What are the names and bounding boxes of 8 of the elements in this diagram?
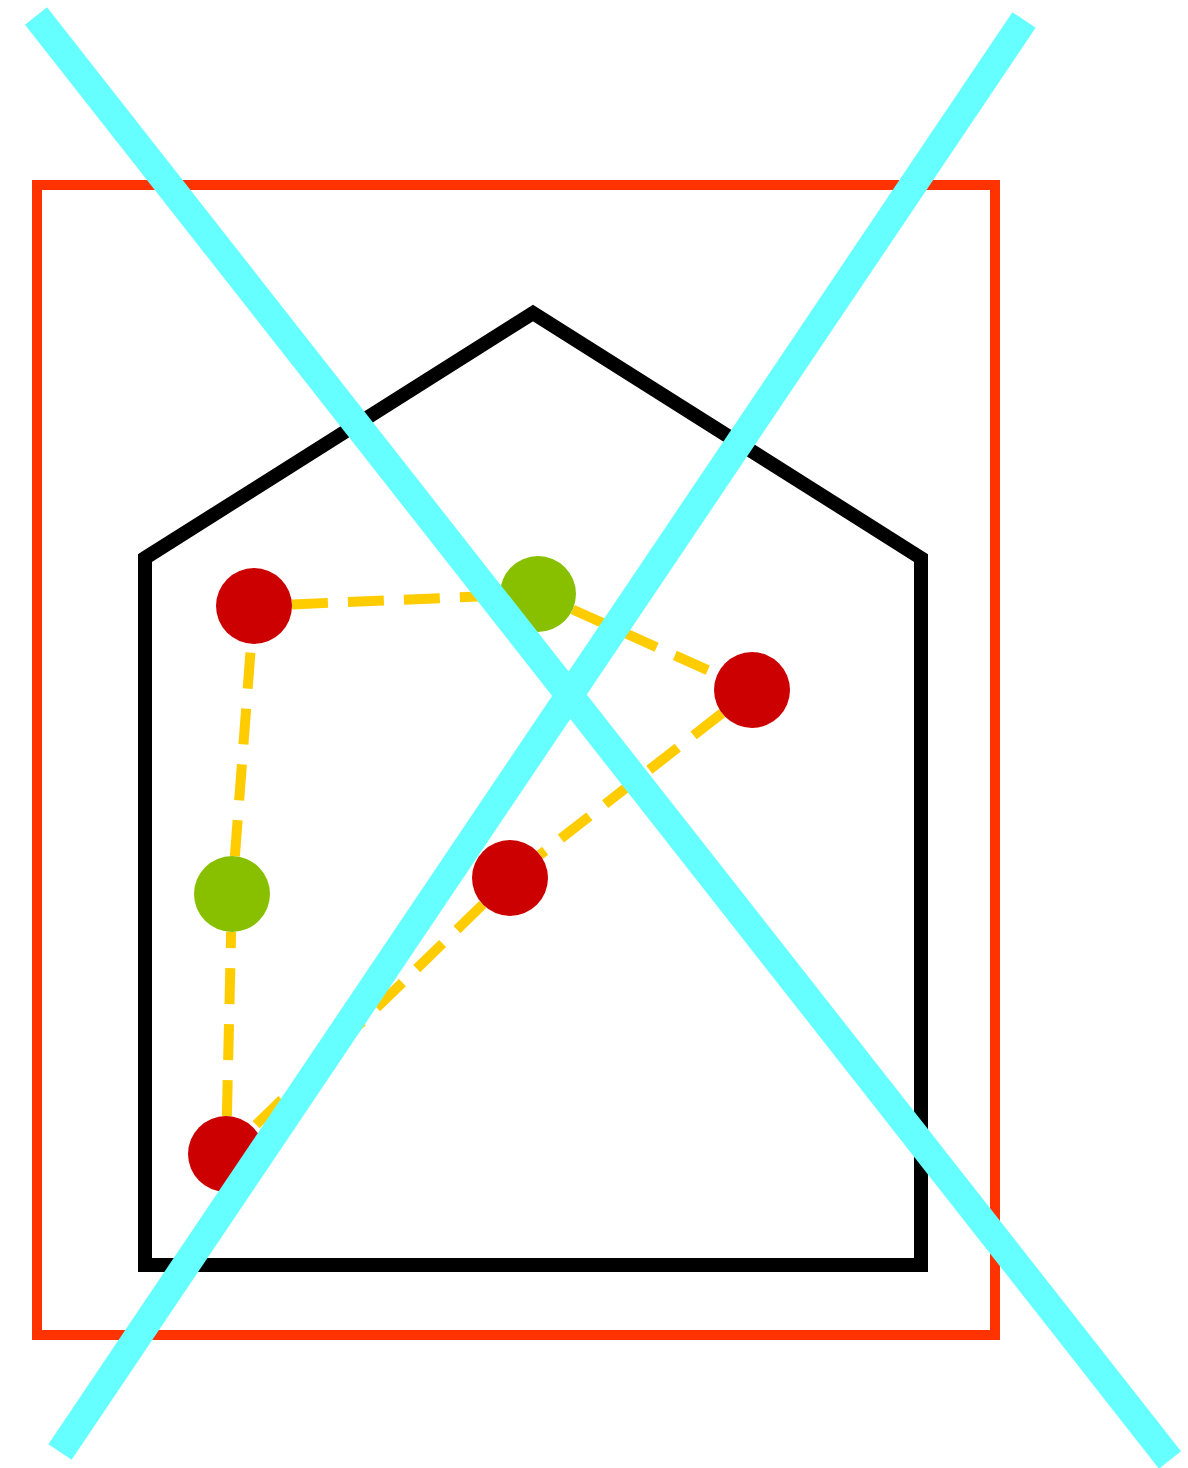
frame-rectangle: [32, 180, 1000, 1340]
dot: [194, 856, 270, 932]
dot: [472, 840, 548, 916]
dashed-connector: [221, 931, 237, 1117]
dashed-connector: [536, 709, 726, 859]
dot: [714, 652, 790, 728]
house-outline: [138, 306, 928, 1272]
dot: [216, 568, 292, 644]
